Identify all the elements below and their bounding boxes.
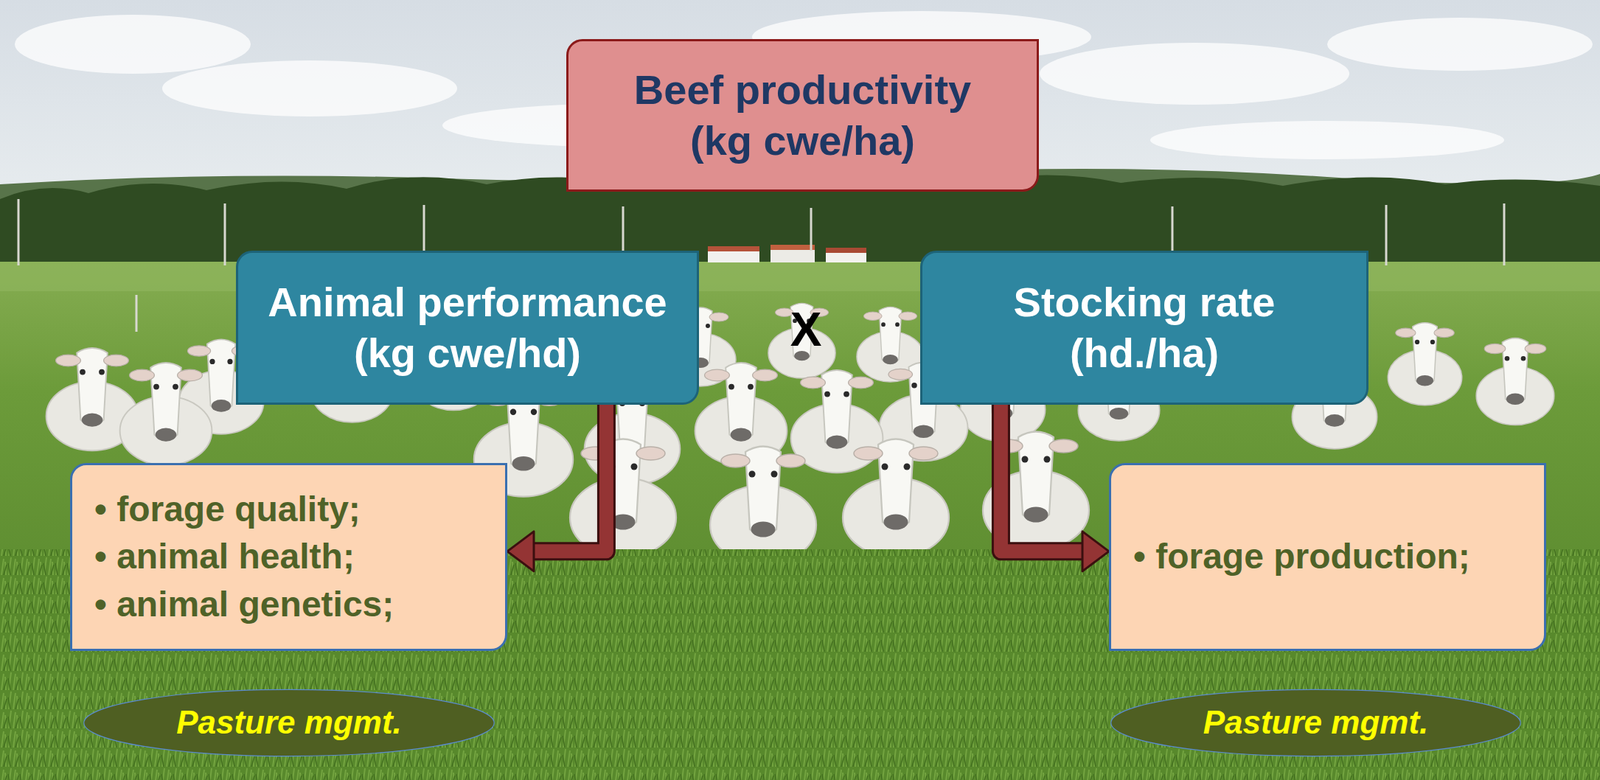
arrow-head <box>507 531 534 572</box>
ellipse-shape <box>84 689 495 756</box>
multiply-sign: X <box>790 305 823 354</box>
node-text: • animal health; <box>94 533 355 581</box>
arrow-head <box>1082 531 1109 572</box>
arrow-shaft <box>1000 404 1083 552</box>
ellipse-shape <box>1111 689 1521 756</box>
node-text: Animal performance (kg cwe/hd) <box>249 277 685 379</box>
factor-box: Stocking rate (hd./ha) <box>920 250 1369 405</box>
node-text: Beef productivity (kg cwe/ha) <box>614 64 991 166</box>
bullet-box: • forage quality;• animal health;• anima… <box>70 463 508 652</box>
pasture-ellipse: Pasture mgmt. <box>81 688 497 758</box>
node-text: • animal genetics; <box>94 581 394 629</box>
node-text: Pasture mgmt. <box>176 703 402 743</box>
arrow-outline <box>1000 404 1083 552</box>
bent-arrow <box>1000 404 1109 572</box>
sky <box>0 0 1600 192</box>
pasture-ellipse: Pasture mgmt. <box>1108 688 1523 758</box>
farm-buildings <box>707 244 867 263</box>
result-box: Beef productivity (kg cwe/ha) <box>566 39 1039 192</box>
factor-box: Animal performance (kg cwe/hd) <box>235 250 699 405</box>
arrow-shaft <box>533 404 607 552</box>
node-text: • forage quality; <box>94 485 361 534</box>
node-text: Pasture mgmt. <box>1203 703 1429 743</box>
node-text: • forage production; <box>1133 533 1471 581</box>
node-text: Stocking rate (hd./ha) <box>978 277 1311 379</box>
bullet-box: • forage production; <box>1108 463 1547 652</box>
arrow-outline <box>533 404 607 552</box>
bent-arrow <box>507 404 607 572</box>
